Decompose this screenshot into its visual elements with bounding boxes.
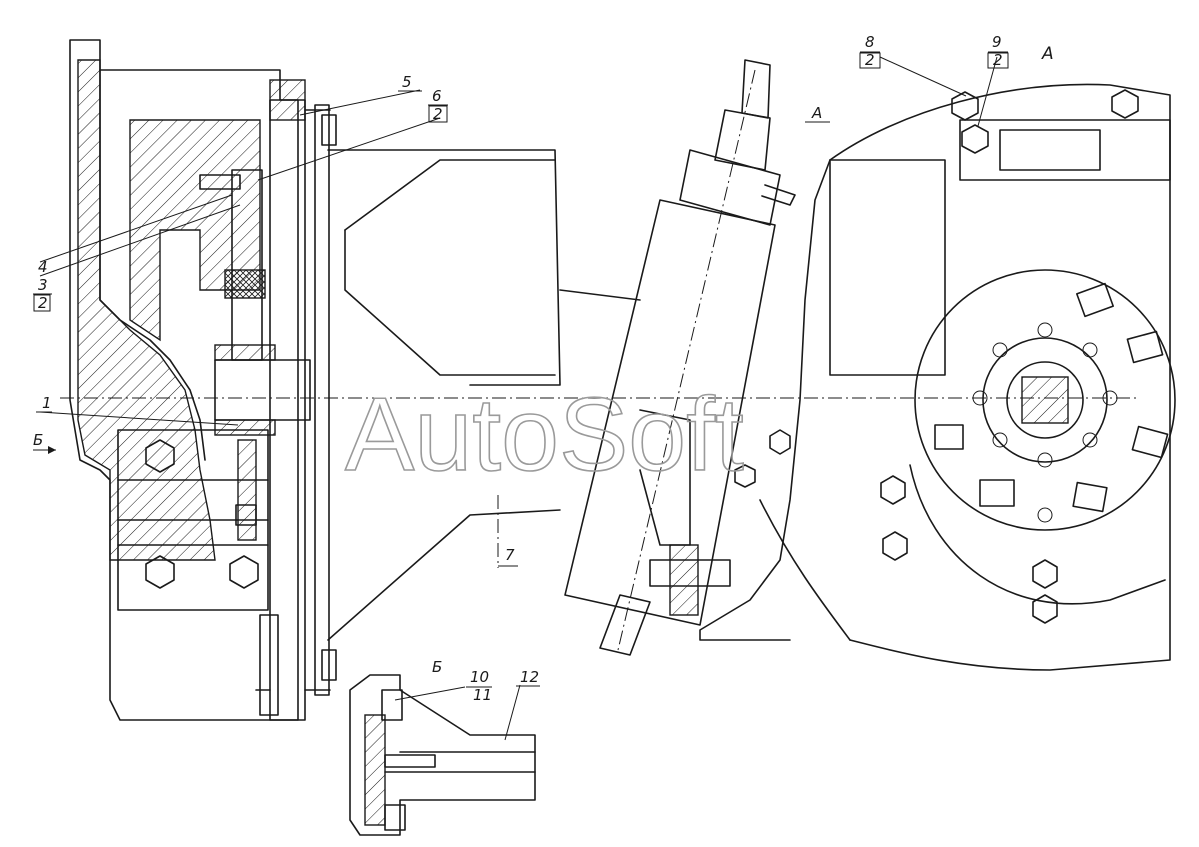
callout-7: 7: [505, 546, 515, 564]
detail-b: [349, 674, 536, 836]
view-labels: A A Б Б: [33, 44, 1054, 676]
leader-lines: [33, 56, 998, 741]
view-b-arrow-label: Б: [33, 431, 43, 449]
view-a-title: A: [1041, 44, 1054, 64]
view-a-arrow-label: A: [811, 104, 822, 122]
callout-6: 6: [432, 87, 442, 105]
callout-11: 11: [473, 686, 492, 704]
actuator-cylinder: [564, 59, 796, 656]
callouts: 1 4 3 2 5 6 2 7 8 2 9 2 10 11 12: [33, 33, 1009, 704]
callout-1: 1: [42, 394, 52, 412]
housing-section: [69, 39, 337, 721]
callout-8: 8: [865, 33, 875, 51]
callout-4: 4: [38, 258, 48, 276]
view-a: [699, 83, 1176, 671]
detail-b-title: Б: [432, 658, 442, 676]
callout-10: 10: [470, 668, 489, 686]
cone-housing: [60, 149, 1140, 641]
callout-9-sub: 2: [993, 51, 1003, 69]
watermark: AutoSoft: [345, 377, 744, 493]
callout-3-sub: 2: [38, 294, 48, 312]
callout-3: 3: [38, 276, 48, 294]
callout-9: 9: [992, 33, 1002, 51]
callout-12: 12: [520, 668, 539, 686]
callout-6-sub: 2: [433, 105, 443, 123]
callout-5: 5: [402, 73, 412, 91]
callout-8-sub: 2: [865, 51, 875, 69]
